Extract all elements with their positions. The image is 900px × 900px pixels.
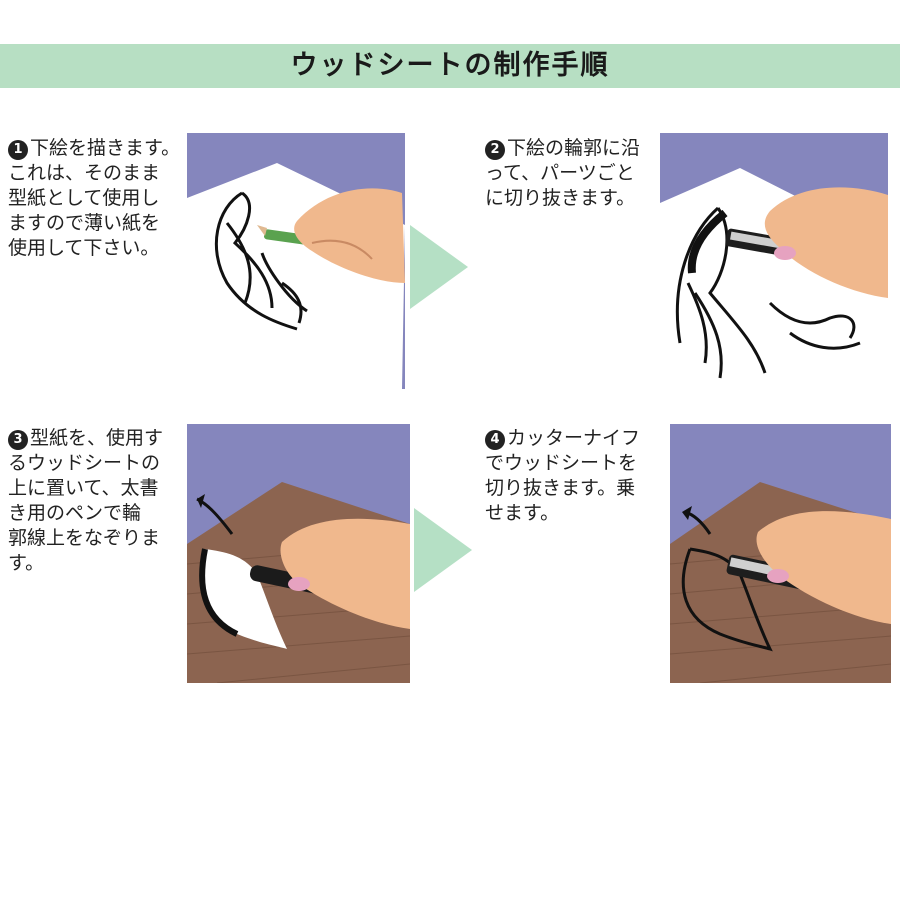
step-3-image: [187, 424, 410, 683]
step-3-description: 型紙を、使用す るウッドシートの 上に置いて、太書 き用のペンで輪 郭線上をなぞ…: [8, 427, 164, 574]
page-title: ウッドシートの制作手順: [290, 50, 610, 81]
step-1-image: [187, 133, 405, 389]
arrow-right-icon: [410, 225, 468, 309]
step-4-description: カッターナイフ でウッドシートを 切り抜きます。乗 せます。: [485, 427, 641, 524]
step-2-description: 下絵の輪郭に沿 って、パーツごと に切り抜きます。: [485, 137, 641, 209]
step-1-description: 下絵を描きます。 これは、そのまま 型紙として使用し ますので薄い紙を 使用して…: [8, 137, 181, 259]
step-3-number: 3: [8, 430, 28, 450]
step-2-image: [660, 133, 888, 389]
step-1-number: 1: [8, 140, 28, 160]
arrow-right-icon: [414, 508, 472, 592]
step-4-number: 4: [485, 430, 505, 450]
step-4-image: [670, 424, 891, 683]
step-2-number: 2: [485, 140, 505, 160]
title-bar: ウッドシートの制作手順: [0, 44, 900, 88]
